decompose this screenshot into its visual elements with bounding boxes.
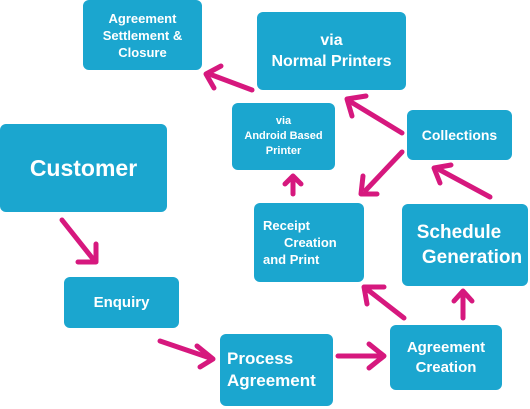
arrow-enquiry-to-process-agreement (157, 338, 216, 370)
arrow-customer-to-enquiry (59, 217, 99, 265)
node-label-line: Schedule (416, 222, 502, 243)
arrow-collections-to-receipt (358, 149, 405, 197)
node-label-line: Normal Printers (271, 53, 392, 70)
node-customer: Customer (0, 124, 167, 212)
node-label-line: Process (227, 349, 294, 368)
arrow-normal-printers-to-settlement (203, 63, 255, 93)
node-label-line: Enquiry (93, 294, 150, 311)
node-receipt-creation-and-print: Receipt Creation and Print (254, 203, 364, 282)
arrow-agreement-creation-to-receipt (361, 284, 407, 321)
node-collections: Collections (407, 110, 512, 160)
arrow-agreement-creation-to-schedule (451, 288, 475, 321)
arrow-schedule-to-collections (431, 162, 493, 200)
node-label-line: Closure (118, 44, 167, 60)
node-label-line: Settlement & (102, 27, 183, 43)
node-label-line: Printer (265, 145, 302, 157)
node-label-line: and Print (263, 252, 320, 267)
node-via-android-based-printer: via Android Based Printer (232, 103, 335, 170)
node-label-line: Generation (421, 247, 523, 268)
node-schedule-generation: Schedule Generation (402, 204, 528, 286)
node-label-line: Customer (29, 155, 138, 181)
node-agreement-settlement-closure: Agreement Settlement & Closure (83, 0, 202, 70)
node-process-agreement: Process Agreement (220, 334, 333, 406)
node-via-normal-printers: via Normal Printers (257, 12, 406, 90)
node-label-line: Creation (284, 235, 337, 250)
node-label-line: Creation (415, 358, 477, 376)
node-label-line: Collections (421, 127, 498, 143)
node-enquiry: Enquiry (64, 277, 179, 328)
arrow-process-to-agreement-creation (335, 341, 387, 371)
node-label-line: Agreement (108, 10, 177, 26)
node-label-line: via (275, 115, 292, 127)
node-label-line: Android Based (244, 130, 323, 142)
arrow-collections-to-normal-printers (344, 93, 405, 136)
node-agreement-creation: Agreement Creation (390, 325, 502, 390)
node-label-line: Agreement (227, 371, 316, 390)
node-label-line: via (320, 32, 343, 49)
node-label-line: Agreement (406, 338, 486, 356)
node-label-line: Receipt (263, 218, 310, 233)
arrow-receipt-to-android-printer (282, 173, 304, 197)
